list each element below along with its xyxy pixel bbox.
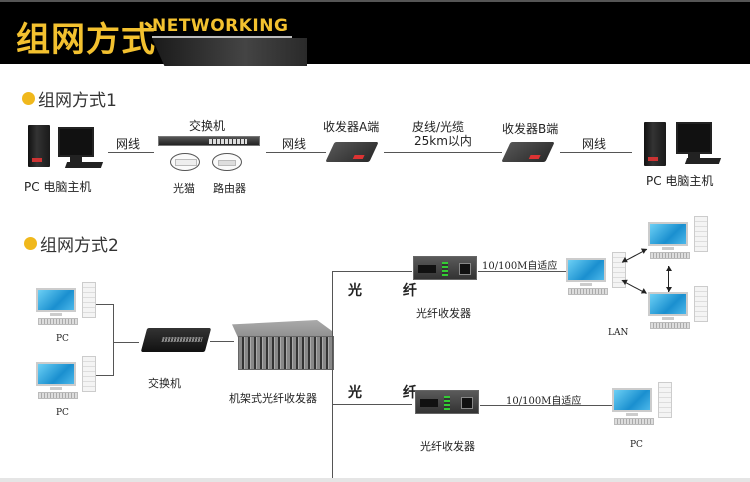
monitor-icon [676, 122, 712, 154]
header-underline [152, 36, 292, 38]
router-label: 路由器 [213, 182, 246, 195]
modem-icon [170, 153, 200, 171]
transceiver-a-icon [325, 142, 379, 162]
converter-top-label: 光纤收发器 [416, 307, 471, 320]
transceiver-b-icon [501, 142, 555, 162]
header-title: 组网方式 [16, 20, 156, 60]
cable-line [478, 271, 566, 272]
pc-bottom-label: PC [56, 408, 69, 418]
link-label: 网线 [116, 137, 141, 151]
cable-line [113, 304, 114, 376]
switch-label: 交换机 [148, 377, 181, 390]
header-decoration [152, 38, 307, 66]
monitor-icon [58, 127, 94, 157]
bullet-icon [24, 237, 37, 250]
section1-title-text: 组网方式1 [38, 91, 117, 111]
pc-left-label: PC 电脑主机 [24, 180, 92, 194]
router-icon [212, 153, 242, 171]
cable-line [113, 342, 139, 343]
section1-title: 组网方式1 [22, 86, 117, 111]
pc-tower-icon [28, 125, 50, 167]
converter-top-icon [413, 256, 477, 280]
section2-title: 组网方式2 [24, 231, 119, 256]
keyboard-icon [684, 158, 722, 164]
pc-right-label: PC 电脑主机 [646, 174, 714, 188]
switch-label: 交换机 [189, 119, 226, 133]
fiber-link-label-2: 25km以内 [414, 134, 472, 148]
fiber-line [384, 152, 502, 153]
cable-line [266, 152, 326, 153]
cable-line [96, 375, 114, 376]
transceiver-a-label: 收发器A端 [323, 120, 380, 134]
header-subtitle: NETWORKING [152, 16, 289, 36]
eth-label-bottom: 10/100M自适应 [506, 396, 582, 407]
transceiver-b-label: 收发器B端 [502, 122, 559, 136]
cable-line [560, 152, 632, 153]
monitor-stand [688, 154, 700, 160]
link-label: 网线 [282, 137, 307, 151]
section2-title-text: 组网方式2 [40, 236, 119, 256]
fiber-link-label-1: 皮线/光缆 [412, 120, 465, 134]
converter-bottom-label: 光纤收发器 [420, 440, 475, 453]
cable-line [96, 304, 114, 305]
eth-label-top: 10/100M自适应 [482, 261, 558, 272]
monitor-stand [70, 157, 82, 163]
bullet-icon [22, 92, 35, 105]
fiber-line [332, 271, 412, 272]
fiber-line [332, 271, 333, 482]
bottom-border [0, 478, 750, 482]
cable-line [108, 152, 154, 153]
modem-label: 光猫 [173, 182, 195, 195]
link-label: 网线 [582, 137, 607, 151]
switch-icon [158, 136, 260, 146]
cable-line [480, 405, 612, 406]
rack-label: 机架式光纤收发器 [229, 392, 317, 405]
lan-label: LAN [608, 328, 629, 338]
header-banner: 组网方式 NETWORKING [0, 0, 750, 66]
fiber-label-top: 光 纤 [348, 283, 435, 299]
fiber-label-bottom: 光 纤 [348, 385, 435, 401]
keyboard-icon [64, 162, 104, 168]
cable-line [210, 341, 234, 342]
converter-bottom-icon [415, 390, 479, 414]
fiber-line [332, 404, 412, 405]
pc-end-label: PC [630, 440, 643, 450]
bidirectional-arrow-icon [668, 266, 669, 292]
pc-tower-icon [644, 122, 666, 166]
switch-icon [140, 328, 212, 352]
pc-top-label: PC [56, 334, 69, 344]
